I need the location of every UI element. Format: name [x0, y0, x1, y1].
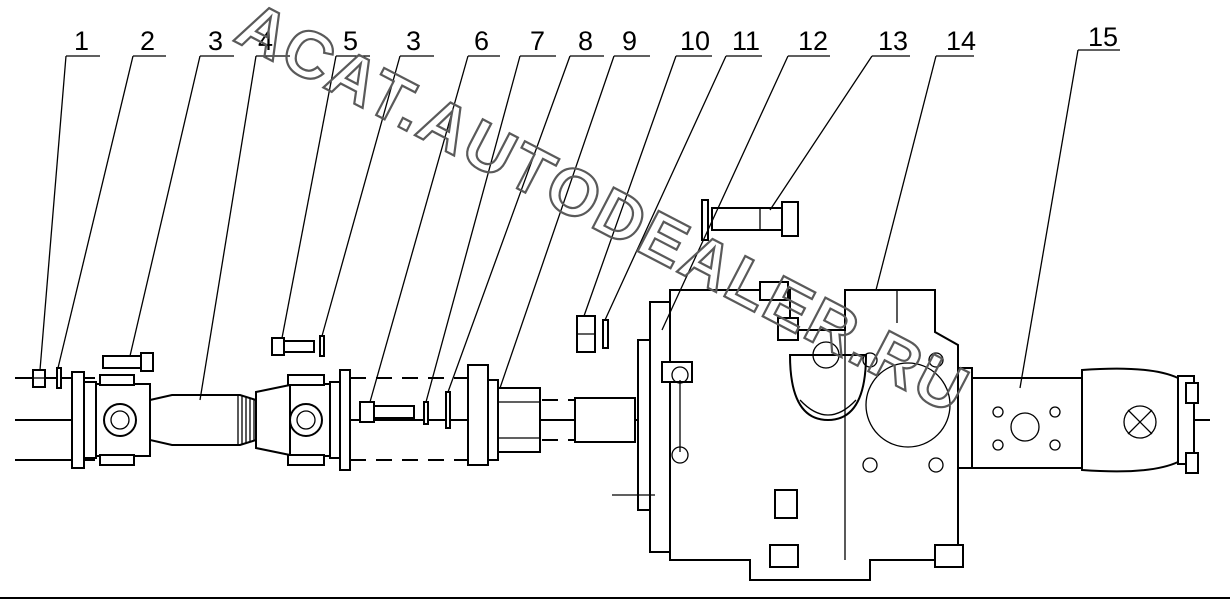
- callout-6: 6: [474, 26, 489, 56]
- part-10-nut: [576, 315, 596, 353]
- part-14-shaft: [574, 397, 636, 443]
- callout-15: 15: [1088, 22, 1118, 52]
- callout-13: 13: [878, 26, 908, 56]
- part-7-washer: [445, 391, 451, 429]
- part-1-nut: [32, 369, 46, 388]
- watermark: ACAT.AUTODEALER.RU: [226, 0, 982, 428]
- callout-8: 8: [578, 26, 593, 56]
- callout-1: 1: [74, 26, 89, 56]
- callout-3-right: 3: [406, 26, 421, 56]
- part-13-bolt: [711, 201, 799, 237]
- callout-numbers: 1 2 3 4 5 3 6 7 8 9 10 11 12 13 14 15: [74, 22, 1118, 56]
- callout-4: 4: [258, 26, 273, 56]
- callout-3-left: 3: [208, 26, 223, 56]
- part-3-bolt-right: [359, 401, 415, 423]
- callout-12: 12: [798, 26, 828, 56]
- callout-5: 5: [343, 26, 358, 56]
- callout-14: 14: [946, 26, 976, 56]
- part-8-flange: [467, 364, 541, 466]
- part-14-pump-body: [612, 281, 964, 581]
- callout-2: 2: [140, 26, 155, 56]
- callout-7: 7: [530, 26, 545, 56]
- part-11-washer: [602, 319, 609, 349]
- part-12-washer: [701, 199, 709, 241]
- part-3-bolt-left: [102, 352, 154, 372]
- part-2-washer: [56, 367, 62, 389]
- part-15-gear-pump: [957, 367, 1199, 474]
- callout-10: 10: [680, 26, 710, 56]
- part-4-cardan-shaft: [71, 369, 351, 471]
- callout-9: 9: [622, 26, 637, 56]
- part-5-bolt: [271, 335, 325, 357]
- leader-lines: [39, 49, 1120, 403]
- callout-11: 11: [732, 26, 760, 56]
- part-6-washer: [423, 401, 429, 425]
